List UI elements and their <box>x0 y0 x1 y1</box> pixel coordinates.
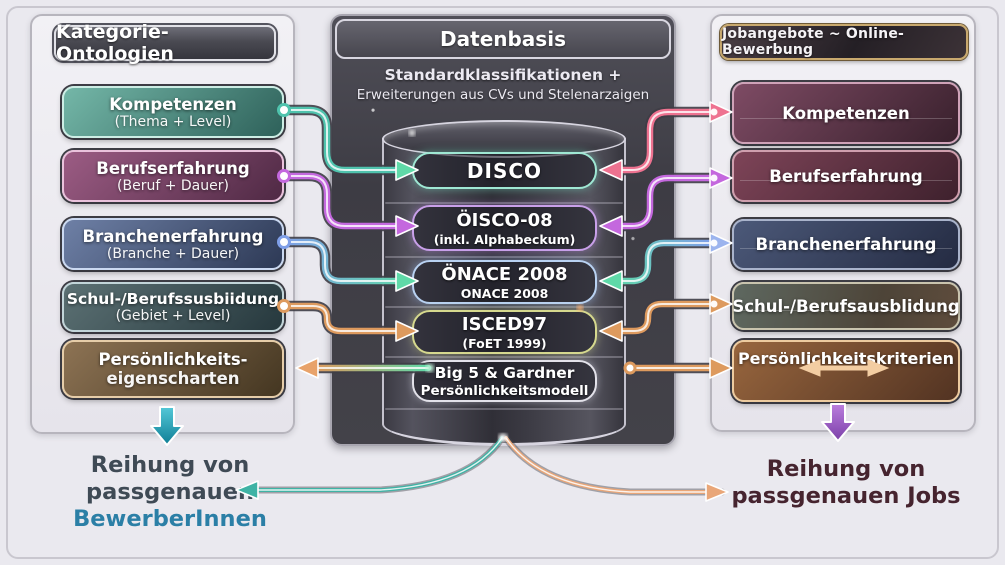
left-box-schul-berufsausbildung: Schul-/Berufssusbiidung (Gebiet + Level) <box>62 282 284 332</box>
datenbasis-title-label: Datenbasis <box>440 27 566 51</box>
datenbasis-title: Datenbasis <box>335 19 671 59</box>
db-item-isced97: ISCED97 (FoET 1999) <box>412 310 597 354</box>
ranking-bewerber-text: Reihung von passgenauen BewerberInnen <box>73 452 267 532</box>
left-box-kompetenzen: Kompetenzen (Thema + Level) <box>62 86 284 138</box>
db-item-onace-2008: ÖNACE 2008 ONACE 2008 <box>412 260 597 304</box>
left-box-berufserfahrung: Berufserfahrung (Beruf + Dauer) <box>62 150 284 202</box>
db-item-oisco-08: ÖISCO-08 (inkl. Alphabeckum) <box>412 205 597 251</box>
right-box-kompetenzen: Kompetenzen <box>732 82 960 144</box>
right-panel-title-label: Jobangebote ~ Online-Bewerbung <box>722 26 905 58</box>
datenbasis-subtitle: Standardklassifikationen + Erweiterungen… <box>356 66 650 103</box>
db-item-disco: DISCO <box>412 152 597 189</box>
datenbasis-panel: Datenbasis Standardklassifikationen + Er… <box>330 14 676 446</box>
left-panel-title-label: Kategorie-Ontologien <box>56 21 174 65</box>
db-item-big5-gardner: Big 5 & Gardner Persönlichkeitsmodell <box>412 360 597 402</box>
left-panel: Kategorie-Ontologien Kompetenzen (Thema … <box>30 14 295 434</box>
ranking-jobs-text: Reihung von passgenauen Jobs <box>731 456 961 509</box>
right-box-branchenerfahrung: Branchenerfahrung <box>732 219 960 270</box>
left-box-persoenlichkeitseigenschaften: Persönlichkeits- eigenscharten <box>62 340 284 398</box>
left-box-branchenerfahrung: Branchenerfahrung (Branche + Dauer) <box>62 218 284 270</box>
right-box-schul-berufsausbildung: Schul-/Berufsausblidung <box>732 282 960 330</box>
right-box-berufserfahrung: Berufserfahrung <box>732 150 960 202</box>
left-panel-title: Kategorie-Ontologien <box>54 21 276 65</box>
arrow-db-to-jobs <box>506 438 729 502</box>
right-box-persoenlichkeitskriterien: Persönlichkeitskriterien <box>732 340 960 402</box>
right-panel: Jobangebote ~ Online-Bewerbung Kompetenz… <box>710 14 976 432</box>
right-panel-title: Jobangebote ~ Online-Bewerbung <box>720 24 968 60</box>
